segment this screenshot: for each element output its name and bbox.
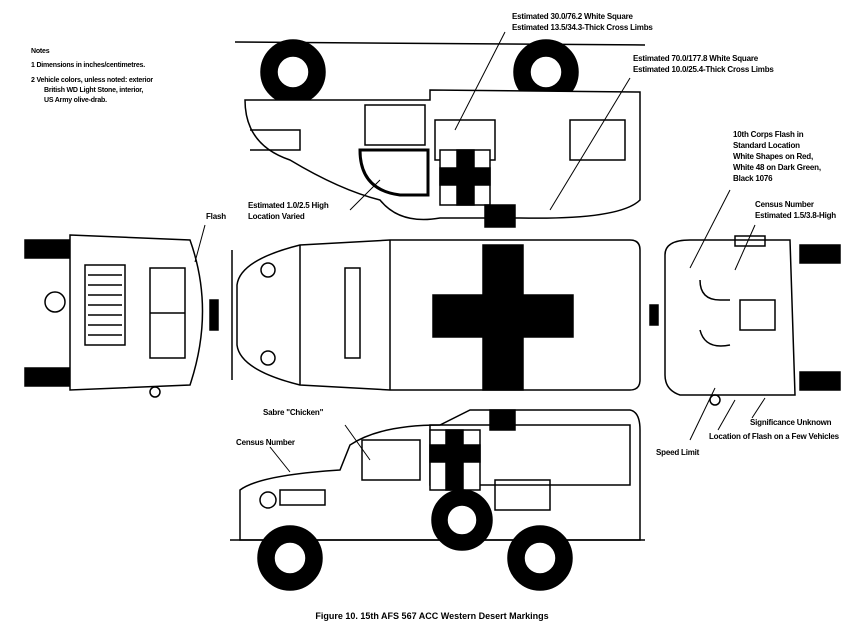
label-speed-limit: Speed Limit: [656, 448, 700, 457]
figure-caption: Figure 10. 15th AFS 567 ACC Western Dese…: [315, 611, 549, 621]
label-census-rear-1: Census Number: [755, 200, 814, 209]
label-estimated-high-2: Location Varied: [248, 212, 305, 221]
label-flash: Flash: [206, 212, 226, 221]
note-2-cont: British WD Light Stone, interior,: [44, 87, 144, 94]
label-white-square-side-1: Estimated 70.0/177.8 White Square: [633, 54, 759, 63]
label-flash-few: Location of Flash on a Few Vehicles: [709, 432, 839, 441]
label-significance: Significance Unknown: [750, 418, 832, 427]
note-2: 2 Vehicle colors, unless noted: exterior: [31, 77, 153, 84]
label-census-rear-2: Estimated 1.5/3.8-High: [755, 211, 836, 220]
label-census-side: Census Number: [236, 438, 295, 447]
upper-side-view: [234, 39, 646, 228]
note-1: 1 Dimensions in inches/centimetres.: [31, 62, 145, 69]
label-white-square-top-2: Estimated 13.5/34.3-Thick Cross Limbs: [512, 23, 653, 32]
label-white-square-side-2: Estimated 10.0/25.4-Thick Cross Limbs: [633, 65, 774, 74]
front-view: [24, 234, 219, 398]
label-corps-flash-2: Standard Location: [733, 141, 800, 150]
label-estimated-high-1: Estimated 1.0/2.5 High: [248, 201, 329, 210]
leader-lines: [194, 31, 766, 473]
label-corps-flash-1: 10th Corps Flash in: [733, 130, 804, 139]
label-corps-flash-5: Black 1076: [733, 174, 773, 183]
label-corps-flash-4: White 48 on Dark Green,: [733, 163, 821, 172]
label-sabre-chicken: Sabre "Chicken": [263, 408, 324, 417]
note-2-cont2: US Army olive-drab.: [44, 97, 107, 104]
rear-view: [649, 235, 841, 406]
label-white-square-top-1: Estimated 30.0/76.2 White Square: [512, 12, 633, 21]
notes-title: Notes: [31, 48, 50, 55]
label-corps-flash-3: White Shapes on Red,: [733, 152, 814, 161]
lower-side-view: [230, 409, 645, 591]
plan-view: [231, 239, 641, 391]
